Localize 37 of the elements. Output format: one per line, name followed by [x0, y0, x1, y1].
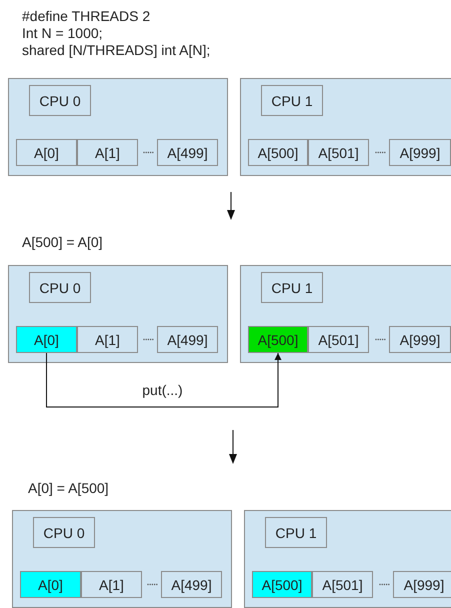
connector-arrow	[46, 352, 282, 408]
code-line: shared [N/THREADS] int A[N];	[22, 42, 210, 58]
array-cell: A[1]	[77, 139, 138, 166]
edge-label: put(...)	[140, 382, 185, 398]
array-cell: A[499]	[157, 326, 218, 353]
array-cell: A[499]	[161, 571, 222, 598]
memory-panel	[8, 265, 228, 363]
cpu-label: CPU 0	[33, 517, 95, 548]
array-cell: A[501]	[308, 139, 369, 166]
array-cell: A[0]	[20, 571, 81, 598]
array-cell: A[999]	[393, 571, 451, 598]
cpu-label: CPU 1	[261, 272, 323, 303]
array-cell: A[500]	[248, 326, 308, 353]
code-line: #define THREADS 2	[22, 8, 150, 24]
array-cell: A[999]	[389, 139, 451, 166]
array-cell: A[500]	[248, 139, 308, 166]
memory-panel	[240, 78, 451, 176]
assignment-text: A[500] = A[0]	[22, 234, 103, 250]
memory-panel	[8, 78, 228, 176]
memory-panel	[244, 510, 451, 608]
array-cell: A[1]	[81, 571, 142, 598]
array-cell: A[1]	[77, 326, 138, 353]
array-cell: A[0]	[16, 326, 77, 353]
array-cell: A[0]	[16, 139, 77, 166]
assignment-text: A[0] = A[500]	[28, 480, 109, 496]
code-line: Int N = 1000;	[22, 25, 103, 41]
cpu-label: CPU 0	[29, 272, 91, 303]
memory-panel	[240, 265, 451, 363]
array-cell: A[499]	[157, 139, 218, 166]
cpu-label: CPU 1	[261, 85, 323, 116]
array-cell: A[501]	[308, 326, 369, 353]
cpu-label: CPU 0	[29, 85, 91, 116]
cpu-label: CPU 1	[265, 517, 327, 548]
array-cell: A[501]	[312, 571, 373, 598]
memory-panel	[12, 510, 232, 608]
array-cell: A[999]	[389, 326, 451, 353]
array-cell: A[500]	[252, 571, 312, 598]
